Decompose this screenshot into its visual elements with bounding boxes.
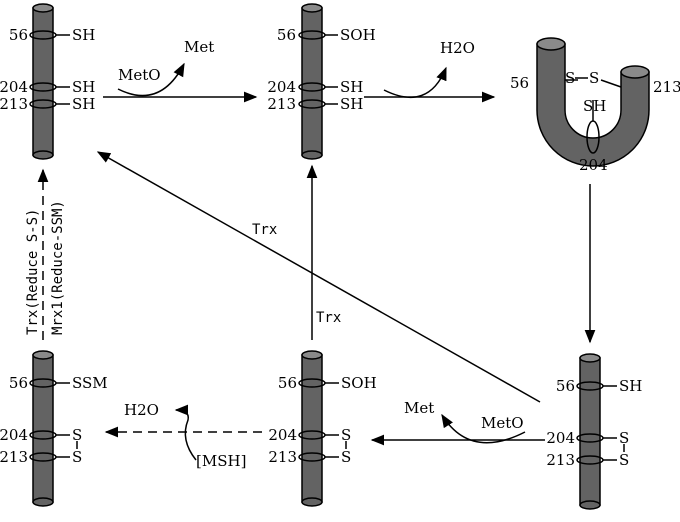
cylinder-top [32, 350, 54, 360]
residue-56-label: 56 [277, 26, 296, 44]
cylinder-bottom [301, 150, 323, 160]
cylinder-body [301, 354, 323, 503]
group-204-label: S [619, 429, 629, 447]
cylinder-body [301, 7, 323, 156]
reactant-label: MetO [118, 66, 161, 84]
residue-56-label: 56 [556, 377, 575, 395]
cylinder-body [32, 354, 54, 503]
residue-204-label: 204 [546, 429, 575, 447]
group-204-label: SH [72, 78, 95, 96]
residue-56-label: 56 [9, 374, 28, 392]
residue-56-label: 56 [510, 74, 529, 92]
cylinder-bottom [301, 497, 323, 507]
cylinder-body [32, 7, 54, 156]
cylinder-bottom [579, 500, 601, 510]
cylinder-bottom [32, 150, 54, 160]
reaction-arrow [96, 151, 541, 403]
trx-reduce-label: Trx(Reduce S-S) [25, 209, 41, 335]
residue-204-label: 204 [268, 426, 297, 444]
state-2-sulfenic-acid: 56 204 213 SOH SH SH [267, 3, 376, 160]
sulfur-56-label: S [565, 69, 575, 87]
u-tube-body [536, 43, 650, 167]
reactant-label: MetO [481, 414, 524, 432]
residue-204-label: 204 [579, 156, 608, 174]
trx-label: Trx [316, 310, 341, 326]
u-tube-right-top [620, 65, 650, 79]
bond-213 [600, 79, 622, 88]
side-arrow [383, 66, 447, 99]
residue-56-label: 56 [278, 374, 297, 392]
group-56-label: SH [619, 377, 642, 395]
group-56-label: SSM [72, 374, 108, 392]
cylinder-top [32, 3, 54, 13]
cylinder-body [579, 357, 601, 506]
group-204-label: S [341, 426, 351, 444]
residue-213-label: 213 [653, 78, 680, 96]
product-label: H2O [124, 401, 159, 419]
product-label: Met [184, 38, 214, 56]
cylinder-top [579, 353, 601, 363]
group-204-label: SH [583, 97, 606, 115]
group-213-label: S [72, 448, 82, 466]
group-213-label: SH [72, 95, 95, 113]
arrow-state6-to-state1: Trx(Reduce S-S) Mrx1(Reduce-SSM) [25, 168, 66, 340]
group-204-label: SH [340, 78, 363, 96]
side-arrow [174, 404, 197, 461]
group-213-label: SH [340, 95, 363, 113]
arrow-state5-to-state2: Trx [306, 164, 341, 340]
state-6-mycothiolated: 56 204 213 SSM S S [0, 350, 108, 507]
arrow-state5-to-state6: [MSH] H2O [104, 401, 262, 470]
residue-213-label: 213 [546, 451, 575, 469]
residue-213-label: 213 [267, 95, 296, 113]
side-arrow [441, 413, 526, 444]
residue-204-label: 204 [267, 78, 296, 96]
residue-56-label: 56 [9, 26, 28, 44]
arrow-state4-to-state5: MetO Met [370, 399, 545, 446]
group-213-label: S [341, 448, 351, 466]
cylinder-top [301, 3, 323, 13]
group-56-label: SOH [340, 26, 376, 44]
u-tube-left-top [536, 37, 566, 51]
product-label: H2O [440, 39, 475, 57]
reactant-label: [MSH] [196, 452, 246, 470]
arrow-state4-to-state1: Trx [96, 151, 541, 403]
arrow-state2-to-state3: H2O [364, 39, 496, 103]
group-204-label: S [72, 426, 82, 444]
mrx1-reduce-label: Mrx1(Reduce-SSM) [50, 200, 66, 335]
group-213-label: S [619, 451, 629, 469]
residue-213-label: 213 [0, 448, 28, 466]
residue-213-label: 213 [0, 95, 28, 113]
trx-label: Trx [252, 222, 277, 238]
residue-213-label: 213 [268, 448, 297, 466]
residue-204-label: 204 [0, 426, 28, 444]
cylinder-bottom [32, 497, 54, 507]
state-5-sulfenic-disulfide: 56 204 213 SOH S S [268, 350, 377, 507]
group-56-label: SH [72, 26, 95, 44]
sulfur-213-label: S [589, 69, 599, 87]
residue-204-label: 204 [0, 78, 28, 96]
side-arrow [117, 62, 185, 97]
cylinder-top [301, 350, 323, 360]
state-1-reduced-enzyme: 56 204 213 SH SH SH [0, 3, 95, 160]
state-3-disulfide-u-shape: 56 213 S S SH 204 [510, 37, 680, 174]
product-label: Met [404, 399, 434, 417]
group-56-label: SOH [341, 374, 377, 392]
arrow-state1-to-state2: MetO Met [103, 38, 258, 103]
state-4-disulfide-204-213: 56 204 213 SH S S [546, 353, 642, 510]
